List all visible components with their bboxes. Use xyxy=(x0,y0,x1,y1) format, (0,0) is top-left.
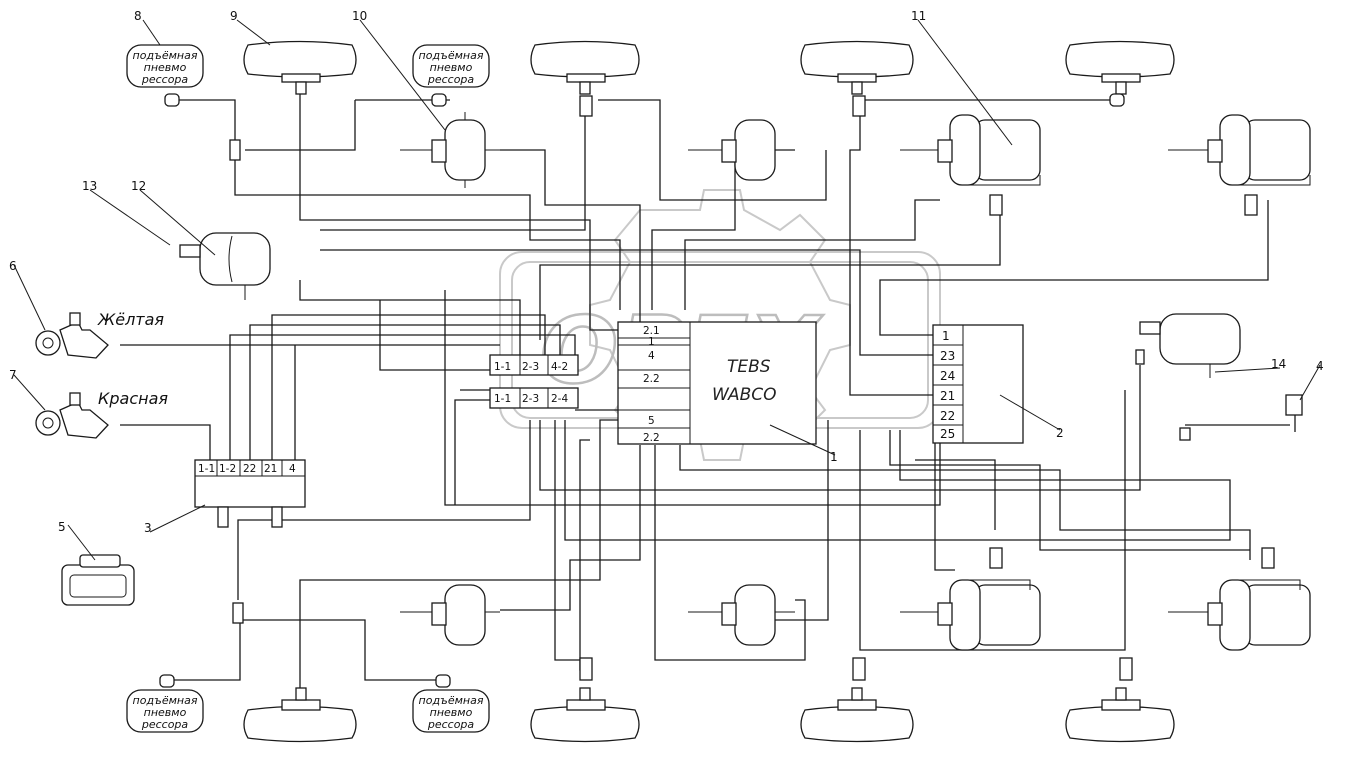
connector-5 xyxy=(61,554,135,606)
wheel-7 xyxy=(800,687,914,743)
wheel-4 xyxy=(1065,40,1175,95)
wheel-drums-bottom xyxy=(243,687,1175,743)
relay-port-1-1b: 1-1 xyxy=(494,393,511,405)
relay-ports: 1-1 2-3 4-2 1-1 2-3 2-4 xyxy=(494,361,568,405)
callout-11: 11 xyxy=(911,9,926,23)
vb-port-21: 21 xyxy=(940,389,955,403)
lift-spring-tag-1: подъёмная пневмо рессора xyxy=(126,44,204,88)
tebs-ports: 2.1 1 4 2.2 5 2.2 xyxy=(643,325,660,444)
vb-port-23: 23 xyxy=(940,349,955,363)
callout-8: 8 xyxy=(134,9,142,23)
vb-port-24: 24 xyxy=(940,369,955,383)
callout-5: 5 xyxy=(58,520,66,534)
spring-brake-chambers xyxy=(900,114,1311,651)
brake-chambers xyxy=(400,112,795,646)
lift-tag-4-line1: подъёмная xyxy=(419,694,484,707)
lift-tag-1-line1: подъёмная xyxy=(133,49,198,62)
level-valve-4 xyxy=(1179,394,1303,441)
wheel-8 xyxy=(1065,687,1175,743)
wheel-2 xyxy=(530,40,640,95)
manifold-3 xyxy=(194,459,306,528)
vb-port-25: 25 xyxy=(940,427,955,441)
relay-port-1-1a: 1-1 xyxy=(494,361,511,373)
leader-lines xyxy=(13,19,1321,561)
wheel-5 xyxy=(243,687,357,743)
mf-port-1-2: 1-2 xyxy=(219,463,236,475)
lift-tag-4-line3: рессора xyxy=(427,718,475,731)
relay-port-4-2: 4-2 xyxy=(551,361,568,373)
tebs-port-1: 1 xyxy=(648,336,655,348)
pneumatic-lines xyxy=(120,90,1290,690)
tebs-unit xyxy=(617,321,817,445)
lift-tag-2-line3: рессора xyxy=(427,73,475,86)
callout-14: 14 xyxy=(1271,357,1286,371)
mf-port-22: 22 xyxy=(243,463,256,475)
air-receiver-12 xyxy=(179,232,271,300)
lift-tag-2-line2: пневмо xyxy=(430,61,473,74)
lift-tag-1-line2: пневмо xyxy=(144,61,187,74)
wabco-label: WABCO xyxy=(712,385,777,405)
lift-tag-4-line2: пневмо xyxy=(430,706,473,719)
vb-port-22: 22 xyxy=(940,409,955,423)
lift-tag-2-line1: подъёмная xyxy=(419,49,484,62)
brake-chamber-2 xyxy=(688,119,795,181)
callout-7: 7 xyxy=(9,368,17,382)
callout-1: 1 xyxy=(830,450,838,464)
valve-block-2 xyxy=(932,324,1024,444)
spring-chamber-2 xyxy=(1168,114,1311,186)
tebs-port-4: 4 xyxy=(648,350,655,362)
yellow-coupling-label: Жёлтая xyxy=(97,310,164,329)
wheel-1 xyxy=(243,40,357,95)
mf-port-4: 4 xyxy=(289,463,296,475)
relay-valve-block xyxy=(489,354,579,409)
manifold-ports: 1-1 1-2 22 21 4 xyxy=(198,463,296,475)
lift-tag-3-line2: пневмо xyxy=(144,706,187,719)
relay-port-2-4: 2-4 xyxy=(551,393,568,405)
mf-port-1-1: 1-1 xyxy=(198,463,215,475)
lift-spring-tag-2: подъёмная пневмо рессора xyxy=(412,44,490,88)
callout-9: 9 xyxy=(230,9,238,23)
callout-numbers: 1 2 3 4 5 6 7 8 9 10 11 12 13 14 xyxy=(9,9,1324,535)
valve-block-ports: 1 23 24 21 22 25 xyxy=(940,329,955,441)
air-receiver-14 xyxy=(1139,313,1241,378)
lift-tag-3-line1: подъёмная xyxy=(133,694,198,707)
mf-port-21: 21 xyxy=(264,463,277,475)
wheel-3 xyxy=(800,40,914,95)
callout-2: 2 xyxy=(1056,426,1064,440)
callout-12: 12 xyxy=(131,179,146,193)
wheel-6 xyxy=(530,687,640,743)
tebs-port-2-2b: 2.2 xyxy=(643,432,660,444)
coupling-yellow xyxy=(35,312,109,359)
tebs-label: TEBS xyxy=(727,357,771,377)
brake-chamber-3 xyxy=(400,584,500,646)
callout-13: 13 xyxy=(82,179,97,193)
brake-chamber-1 xyxy=(400,112,500,188)
tebs-port-5: 5 xyxy=(648,415,655,427)
lift-spring-tag-4: подъёмная пневмо рессора xyxy=(412,689,490,733)
lift-spring-tag-3: подъёмная пневмо рессора xyxy=(126,689,204,733)
spring-chamber-3 xyxy=(900,579,1041,651)
tebs-port-2-1: 2.1 xyxy=(643,325,660,337)
lift-tag-3-line3: рессора xyxy=(141,718,189,731)
callout-10: 10 xyxy=(352,9,367,23)
callout-6: 6 xyxy=(9,259,17,273)
lift-tag-1-line3: рессора xyxy=(141,73,189,86)
relay-port-2-3a: 2-3 xyxy=(522,361,539,373)
callout-3: 3 xyxy=(144,521,152,535)
fittings xyxy=(159,93,1275,688)
wheel-drums-top xyxy=(243,40,1175,95)
callout-4: 4 xyxy=(1316,359,1324,373)
tebs-port-2-2a: 2.2 xyxy=(643,373,660,385)
brake-chamber-4 xyxy=(688,584,795,646)
coupling-red xyxy=(35,392,109,439)
spring-chamber-1 xyxy=(900,114,1041,186)
spring-chamber-4 xyxy=(1168,579,1311,651)
relay-port-2-3b: 2-3 xyxy=(522,393,539,405)
vb-port-1: 1 xyxy=(942,329,950,343)
red-coupling-label: Красная xyxy=(98,389,168,408)
